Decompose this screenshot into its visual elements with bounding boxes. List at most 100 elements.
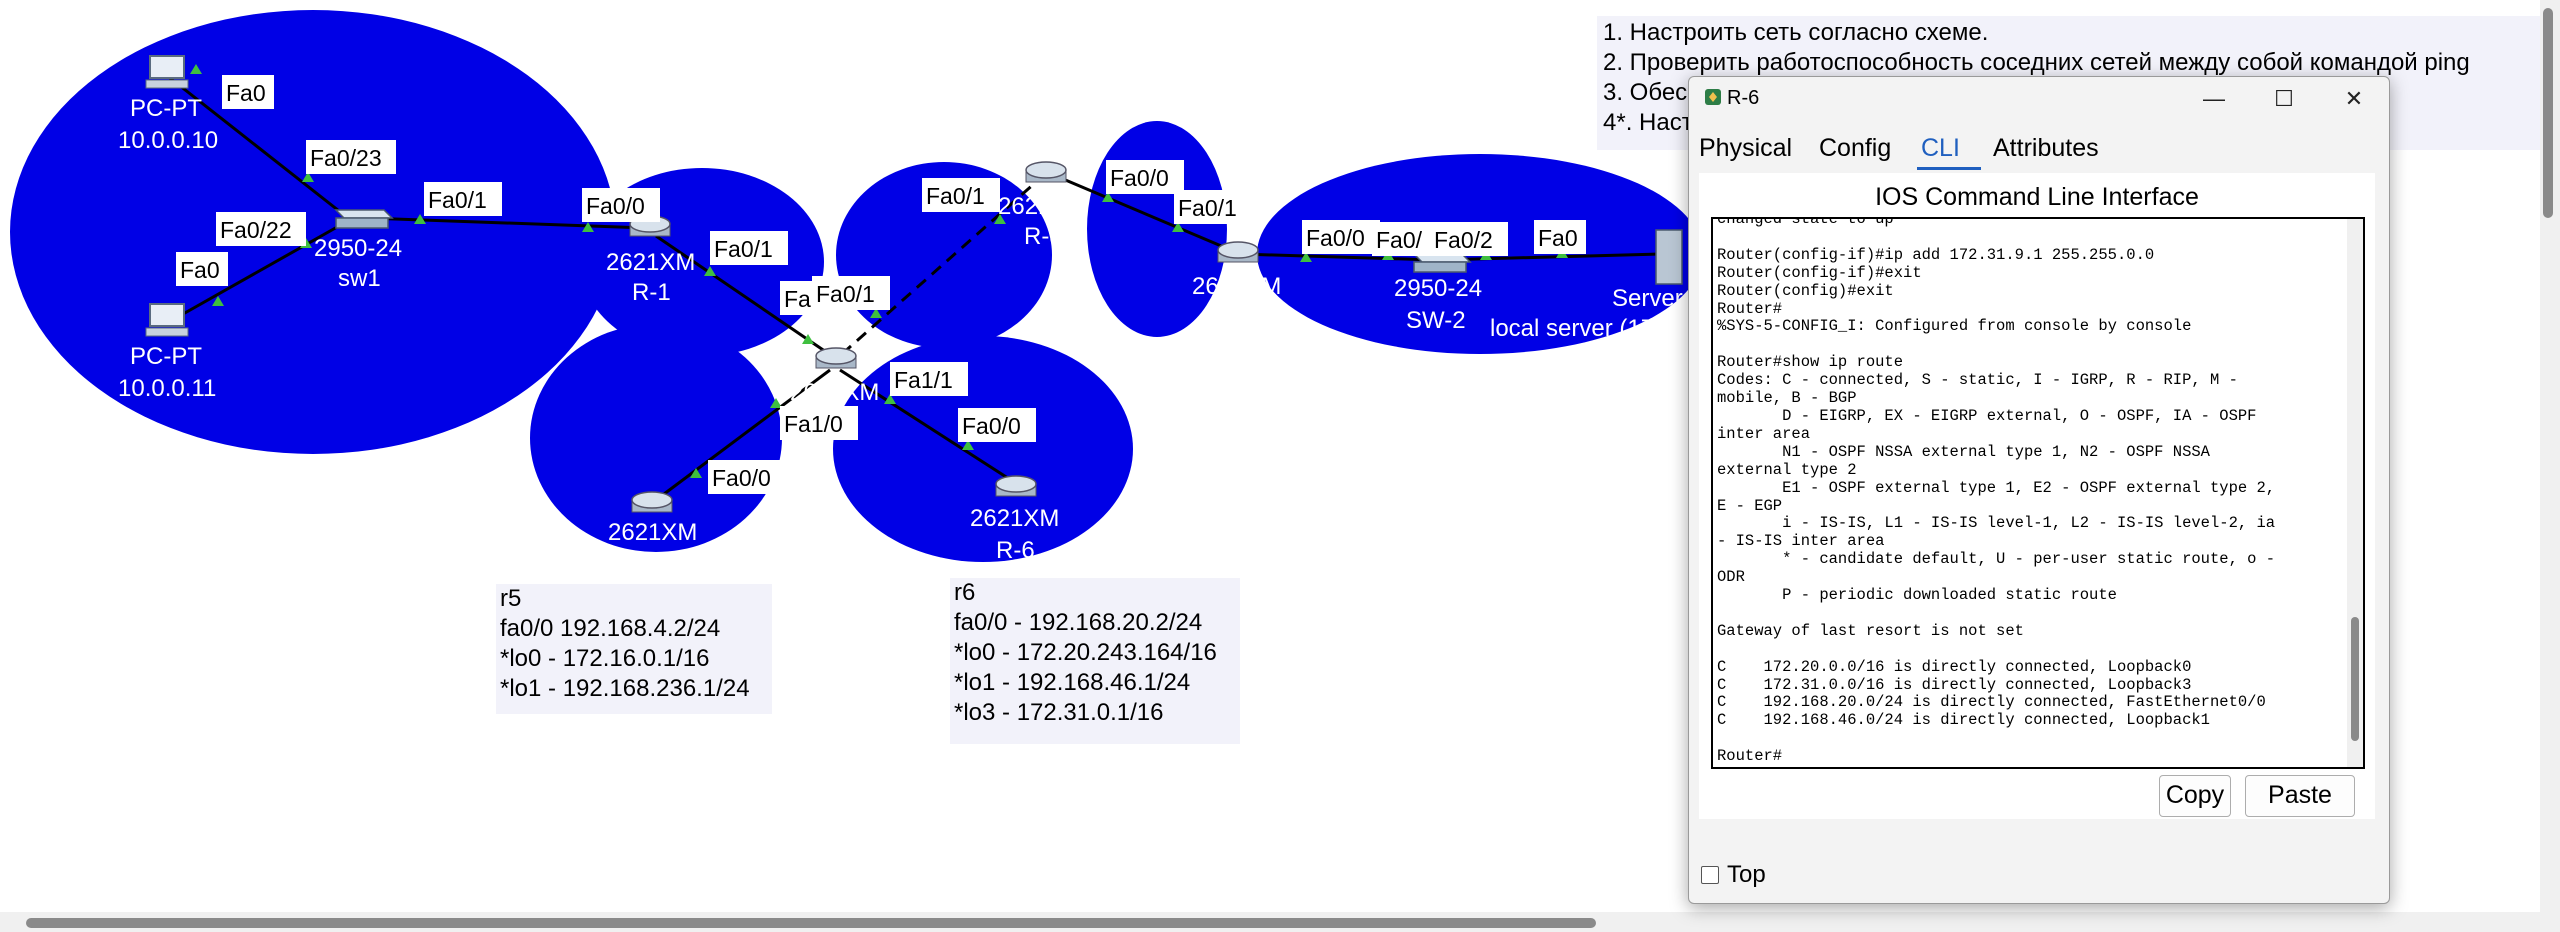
pc-icon[interactable] xyxy=(145,303,189,337)
interface-label: Fa xyxy=(780,281,814,315)
cli-console[interactable]: changed state to up Router(config-if)#ip… xyxy=(1711,217,2365,769)
console-line: changed state to up xyxy=(1717,217,1894,228)
router-icon[interactable] xyxy=(1025,161,1067,183)
tab-attributes[interactable]: Attributes xyxy=(1993,134,2099,162)
console-line xyxy=(1717,641,2337,659)
window-title: R-6 xyxy=(1727,87,1760,109)
copy-button[interactable]: Copy xyxy=(2159,775,2231,817)
network-area-r4 xyxy=(1087,121,1227,337)
window-titlebar[interactable]: R-6 — ☐ ✕ xyxy=(1689,77,2389,121)
router-icon[interactable] xyxy=(995,475,1037,497)
console-scroll-thumb[interactable] xyxy=(2351,617,2359,741)
console-line: N1 - OSPF NSSA external type 1, N2 - OSP… xyxy=(1717,442,2210,461)
console-line: C 172.31.0.0/16 is directly connected, L… xyxy=(1717,675,2192,694)
link-sw2-server xyxy=(1439,252,1661,262)
device-model-label: 2950-24 xyxy=(314,235,402,262)
link-r2-r5 xyxy=(655,368,831,502)
console-line: * - candidate default, U - per-user stat… xyxy=(1717,550,2276,569)
interface-label: Fa0/1 xyxy=(710,231,788,265)
link-pc1-sw1 xyxy=(169,76,349,220)
paste-button[interactable]: Paste xyxy=(2245,775,2355,817)
device-window-r6: R-6 — ☐ ✕ Physical Config CLI Attributes… xyxy=(1688,76,2390,904)
note-line: *lo0 - 172.16.0.1/16 xyxy=(500,645,710,672)
svg-text:Fa0/0: Fa0/0 xyxy=(1306,225,1365,251)
console-line: C 192.168.20.0/24 is directly connected,… xyxy=(1717,693,2266,712)
console-line: Router(config)#exit xyxy=(1717,281,1894,300)
device-name-label: SW-2 xyxy=(1406,307,1466,334)
svg-text:Fa1/0: Fa1/0 xyxy=(784,411,843,437)
svg-text:Fa0/1: Fa0/1 xyxy=(926,183,985,209)
router-icon[interactable] xyxy=(1217,241,1259,263)
switch-icon[interactable] xyxy=(334,209,394,229)
interface-label: Fa0/0 xyxy=(1302,220,1380,254)
console-line: ODR xyxy=(1717,568,1745,587)
device-model-label: 2621XM xyxy=(790,379,879,406)
console-line xyxy=(1717,730,2337,748)
note-line: *lo1 - 192.168.46.1/24 xyxy=(954,669,1191,696)
interface-label: Fa0/ xyxy=(1372,222,1430,256)
top-checkbox[interactable]: Top xyxy=(1701,861,1766,889)
device-name-label: sw1 xyxy=(338,265,381,292)
vertical-scrollbar[interactable] xyxy=(2540,0,2560,912)
device-name-label: local server (172. xyxy=(1490,315,1674,342)
checkbox-box[interactable] xyxy=(1701,866,1719,884)
console-line: C 192.168.46.0/24 is directly connected,… xyxy=(1717,711,2210,730)
vertical-scroll-thumb[interactable] xyxy=(2543,8,2553,218)
interface-label: Fa0/1 xyxy=(812,276,890,310)
console-line xyxy=(1717,229,2337,247)
link-pc2-sw1 xyxy=(175,220,347,320)
device-model-label: 2621XM xyxy=(608,519,697,546)
console-line xyxy=(1717,336,2337,354)
server-icon[interactable] xyxy=(1655,229,1683,285)
router-icon[interactable] xyxy=(631,491,673,513)
tab-cli[interactable]: CLI xyxy=(1921,134,1960,162)
router-icon[interactable] xyxy=(815,347,857,369)
top-checkbox-label: Top xyxy=(1727,861,1766,888)
device-name-label: R-6 xyxy=(996,537,1035,564)
horizontal-scroll-thumb[interactable] xyxy=(26,918,1596,928)
note-line: *lo1 - 192.168.236.1/24 xyxy=(500,675,750,702)
interface-label: Fa0/22 xyxy=(216,212,306,246)
interface-label: Fa1/1 xyxy=(890,362,968,396)
note-line: fa0/0 192.168.4.2/24 xyxy=(500,615,721,642)
console-line: D - EIGRP, EX - EIGRP external, O - OSPF… xyxy=(1717,406,2257,425)
svg-text:Fa0/1: Fa0/1 xyxy=(816,281,875,307)
maximize-button[interactable]: ☐ xyxy=(2249,77,2319,121)
console-line: Router(config-if)#ip add 172.31.9.1 255.… xyxy=(1717,245,2155,264)
device-model-label: Server xyxy=(1612,285,1683,312)
console-line: %SYS-5-CONFIG_I: Configured from console… xyxy=(1717,317,2192,336)
interface-label: Fa0/0 xyxy=(582,188,660,222)
close-button[interactable]: ✕ xyxy=(2319,77,2389,121)
pc-icon[interactable] xyxy=(145,55,189,89)
port-indicators xyxy=(190,64,1568,478)
minimize-button[interactable]: — xyxy=(2179,77,2249,121)
interface-label: Fa0 xyxy=(176,252,228,286)
svg-text:Fa0/0: Fa0/0 xyxy=(1110,165,1169,191)
link-r1-r2 xyxy=(655,234,833,358)
interface-label: Fa0/0 xyxy=(708,460,786,494)
svg-text:Fa0/1: Fa0/1 xyxy=(1178,195,1237,221)
note-line: r5 xyxy=(500,585,522,612)
maximize-icon: ☐ xyxy=(2274,86,2294,111)
network-area-lan1 xyxy=(10,10,616,454)
interface-label: Fa0/1 xyxy=(424,182,502,216)
svg-text:Fa0/1: Fa0/1 xyxy=(714,236,773,262)
console-line: Router(config-if)#exit xyxy=(1717,263,1922,282)
tab-physical[interactable]: Physical xyxy=(1699,134,1793,162)
cli-heading: IOS Command Line Interface xyxy=(1875,183,2199,211)
interface-label: Fa0/2 xyxy=(1430,222,1508,256)
console-output[interactable]: changed state to up Router(config-if)#ip… xyxy=(1717,217,2337,766)
interface-label: Fa0/1 xyxy=(1174,190,1252,224)
cli-panel: IOS Command Line Interface changed state… xyxy=(1699,173,2375,819)
device-name-label: R-3 xyxy=(1024,223,1063,250)
close-icon: ✕ xyxy=(2344,86,2364,111)
svg-text:Fa0: Fa0 xyxy=(180,257,220,283)
tab-config[interactable]: Config xyxy=(1819,134,1892,162)
interface-label: Fa0/0 xyxy=(958,408,1036,442)
note-r6: r6 fa0/0 - 192.168.20.2/24 *lo0 - 172.20… xyxy=(950,578,1240,744)
switch-icon[interactable] xyxy=(1412,253,1472,273)
svg-text:Fa0/0: Fa0/0 xyxy=(586,193,645,219)
note-line: fa0/0 - 192.168.20.2/24 xyxy=(954,609,1203,636)
console-line: Router#show ip route xyxy=(1717,353,1904,372)
interface-label: Fa0/1 xyxy=(922,178,1000,212)
